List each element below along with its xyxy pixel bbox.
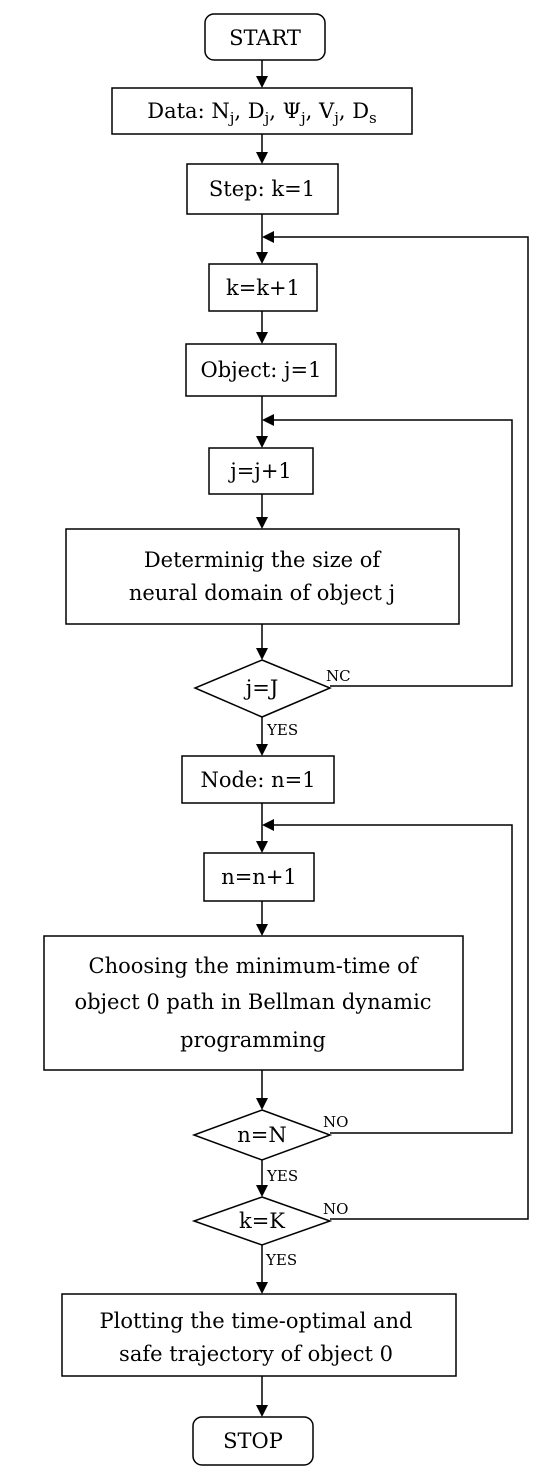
data-variable-subscript: j xyxy=(263,109,270,127)
connectors xyxy=(261,60,529,1413)
data-variable-subscript: s xyxy=(369,109,377,127)
data-variable-subscript: j xyxy=(299,109,306,127)
choose-line2: object 0 path in Bellman dynamic xyxy=(74,990,431,1014)
decision-j-label: j=J xyxy=(243,676,279,700)
step-inc-box: k=k+1 xyxy=(208,263,318,312)
loop-j-no xyxy=(270,419,513,687)
arrowhead xyxy=(256,1405,268,1417)
decision-n: n=N xyxy=(191,1109,333,1161)
object-init-label: Object: j=1 xyxy=(200,358,321,382)
arrowhead xyxy=(256,924,268,936)
start-terminal: START xyxy=(204,13,326,61)
stop-terminal: STOP xyxy=(192,1416,314,1466)
arrowhead xyxy=(262,231,274,243)
arrowhead xyxy=(262,414,274,426)
decision-k: k=K xyxy=(191,1196,333,1246)
node-init-label: Node: n=1 xyxy=(200,768,315,792)
step-init-box: Step: k=1 xyxy=(186,163,339,215)
step-init-label: Step: k=1 xyxy=(209,177,315,201)
arrowhead xyxy=(256,1098,268,1110)
stop-label: STOP xyxy=(223,1429,283,1453)
arrowhead xyxy=(256,744,268,756)
choose-box: Choosing the minimum-time of object 0 pa… xyxy=(43,935,464,1071)
arrowhead xyxy=(256,517,268,529)
edge-label-k-no: NO xyxy=(323,1200,348,1218)
node-inc-box: n=n+1 xyxy=(203,852,315,902)
loop-k-no xyxy=(270,236,529,1220)
data-variable-subscript: j xyxy=(332,109,339,127)
data-separator: , xyxy=(339,99,352,123)
data-variable-subscript: j xyxy=(228,109,235,127)
edge-label-k-yes: YES xyxy=(265,1251,297,1269)
edge-label-j-no: NC xyxy=(326,667,351,685)
data-box: Data: Nj, Dj, Ψj, Vj, Ds xyxy=(111,87,413,135)
arrowhead xyxy=(256,1185,268,1197)
domain-box: Determinig the size of neural domain of … xyxy=(65,528,460,625)
domain-line1: Determinig the size of xyxy=(144,548,383,572)
edge-labels: NC YES NO YES NO YES xyxy=(265,667,351,1269)
data-variable: D xyxy=(352,99,369,123)
arrowhead xyxy=(256,332,268,344)
choose-line3: programming xyxy=(180,1028,326,1052)
loop-n-no xyxy=(270,824,513,1134)
data-separator: , xyxy=(306,99,319,123)
arrowheads xyxy=(256,76,274,1417)
data-prefix: Data: xyxy=(147,99,211,123)
arrowhead xyxy=(256,76,268,88)
arrowhead xyxy=(256,436,268,448)
object-inc-label: j=j+1 xyxy=(227,459,292,483)
plot-line2: safe trajectory of object 0 xyxy=(119,1342,393,1366)
data-variable: V xyxy=(318,99,335,123)
arrowhead xyxy=(256,252,268,264)
data-separator: , xyxy=(269,99,282,123)
object-inc-box: j=j+1 xyxy=(208,447,314,495)
decision-j: j=J xyxy=(193,659,332,718)
object-init-box: Object: j=1 xyxy=(185,343,337,397)
decision-n-label: n=N xyxy=(237,1123,287,1147)
data-variable: N xyxy=(211,99,229,123)
arrowhead xyxy=(262,819,274,831)
domain-line2: neural domain of object j xyxy=(129,581,395,605)
node-init-box: Node: n=1 xyxy=(181,755,335,804)
arrowhead xyxy=(256,152,268,164)
step-inc-label: k=k+1 xyxy=(226,276,300,300)
plot-line1: Plotting the time-optimal and xyxy=(100,1309,413,1333)
data-variable: D xyxy=(248,99,265,123)
arrowhead xyxy=(256,841,268,853)
choose-line1: Choosing the minimum-time of xyxy=(89,954,420,978)
data-separator: , xyxy=(234,99,247,123)
decision-k-label: k=K xyxy=(239,1209,285,1233)
node-inc-label: n=n+1 xyxy=(221,865,297,889)
data-label: Data: Nj, Dj, Ψj, Vj, Ds xyxy=(147,99,377,127)
start-label: START xyxy=(229,26,301,50)
data-variable: Ψ xyxy=(283,99,301,123)
plot-box: Plotting the time-optimal and safe traje… xyxy=(61,1293,457,1377)
edge-label-j-yes: YES xyxy=(266,721,298,739)
edge-label-n-no: NO xyxy=(323,1113,348,1131)
arrowhead xyxy=(256,1282,268,1294)
edge-label-n-yes: YES xyxy=(266,1167,298,1185)
arrowhead xyxy=(256,648,268,660)
